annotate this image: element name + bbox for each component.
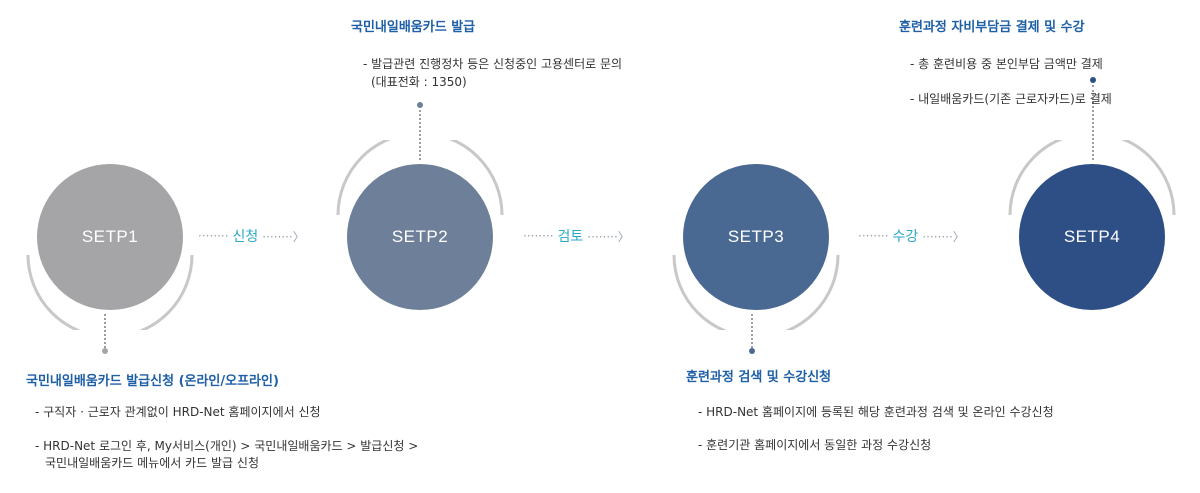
step2-title: 국민내일배움카드 발급 xyxy=(351,20,476,35)
step1-ring xyxy=(26,254,194,330)
arrow-label-review: 검토 xyxy=(557,229,584,245)
step1-line-3: 국민내일배움카드 메뉴에서 카드 발급 신청 xyxy=(45,456,259,470)
step2-connector xyxy=(419,110,421,160)
arrow-apply: ········ 신청 ········〉 xyxy=(198,226,305,246)
step3-title: 훈련과정 검색 및 수강신청 xyxy=(686,370,832,385)
arrow-dots-left: ········ xyxy=(858,229,889,243)
step4-connector xyxy=(1092,85,1094,160)
step3-connector-dot xyxy=(749,348,755,354)
step2-connector-dot xyxy=(417,102,423,108)
step4-line-1: - 총 훈련비용 중 본인부담 금액만 결제 xyxy=(910,57,1103,71)
step2-ring xyxy=(336,140,504,216)
step2-line-1: - 발급관련 진행정차 등은 신청중인 고용센터로 문의 xyxy=(363,57,623,71)
arrow-enroll: ········ 수강 ········〉 xyxy=(858,226,965,246)
step4-line-2: - 내일배움카드(기존 근로자카드)로 결제 xyxy=(910,92,1112,106)
step4-circle: SETP4 xyxy=(1019,164,1165,310)
step2-line-2: (대표전화 : 1350) xyxy=(371,75,467,89)
step1-label: SETP1 xyxy=(81,227,139,246)
arrow-review: ········ 검토 ········〉 xyxy=(523,226,630,246)
step4-title: 훈련과정 자비부담금 결제 및 수강 xyxy=(899,20,1085,35)
step1-connector xyxy=(104,314,106,348)
step3-connector xyxy=(751,314,753,348)
arrow-dots-left: ········ xyxy=(198,229,229,243)
step3-circle: SETP3 xyxy=(683,164,829,310)
arrow-label-apply: 신청 xyxy=(232,229,259,245)
step1-title: 국민내일배움카드 발급신청 (온라인/오프라인) xyxy=(26,374,279,389)
step2-circle: SETP2 xyxy=(347,164,493,310)
step1-line-1: - 구직자 · 근로자 관계없이 HRD-Net 홈페이지에서 신청 xyxy=(35,405,321,419)
step4-label: SETP4 xyxy=(1063,227,1121,246)
step1-connector-dot xyxy=(102,348,108,354)
step3-ring xyxy=(672,254,840,330)
step2-label: SETP2 xyxy=(391,227,449,246)
step4-connector-dot xyxy=(1090,77,1096,83)
arrow-label-enroll: 수강 xyxy=(892,229,919,245)
arrow-dots-right: ········〉 xyxy=(922,229,965,244)
step3-line-1: - HRD-Net 홈페이지에 등록된 해당 훈련과정 검색 및 온라인 수강신… xyxy=(698,405,1054,419)
arrow-dots-left: ········ xyxy=(523,229,554,243)
arrow-dots-right: ········〉 xyxy=(262,229,305,244)
step3-label: SETP3 xyxy=(727,227,785,246)
step3-line-2: - 훈련기관 홈페이지에서 동일한 과정 수강신청 xyxy=(698,438,932,452)
step1-line-2: - HRD-Net 로그인 후, My서비스(개인) > 국민내일배움카드 > … xyxy=(35,439,419,453)
arrow-dots-right: ········〉 xyxy=(587,229,630,244)
step4-ring xyxy=(1008,140,1176,216)
step1-circle: SETP1 xyxy=(37,164,183,310)
